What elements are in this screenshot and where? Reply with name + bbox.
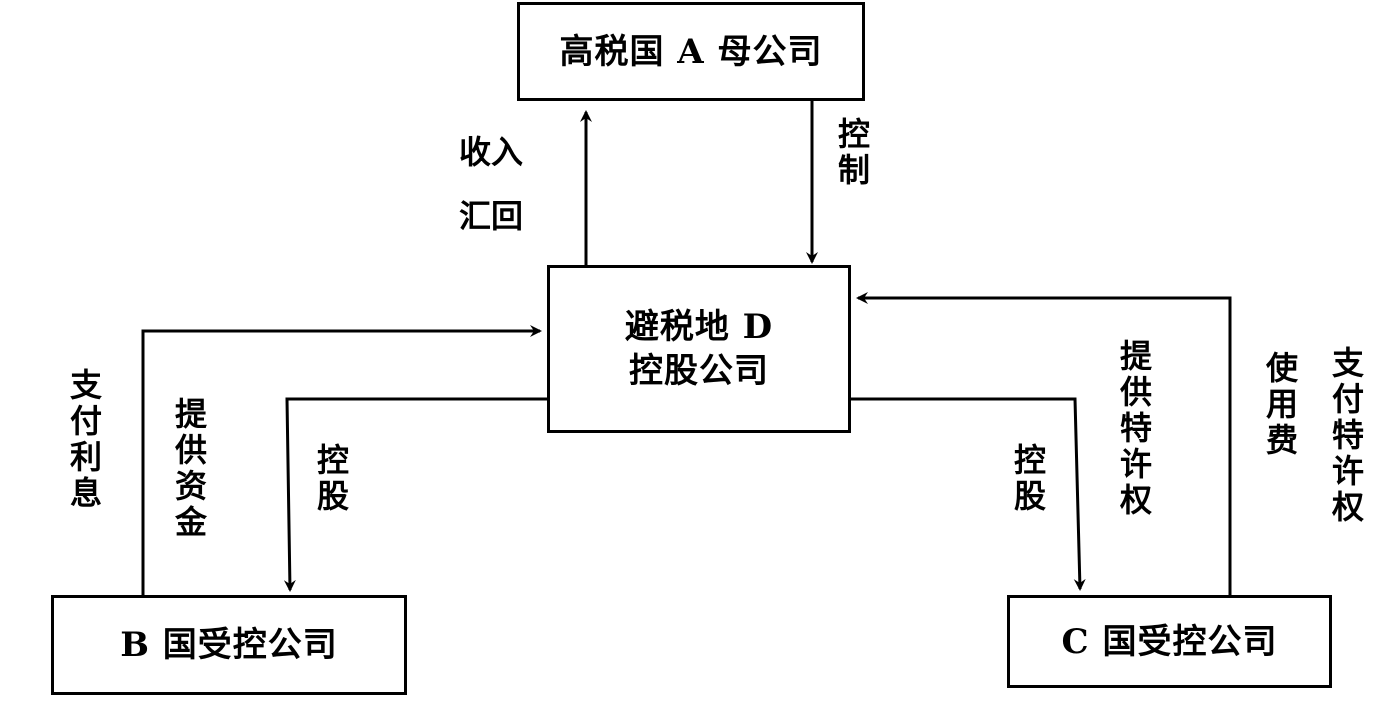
label-b-pay-interest: 支付利息 <box>69 366 102 512</box>
label-c-holding: 控股 <box>1013 441 1046 515</box>
label-income-line1: 收入 <box>459 133 524 171</box>
label-c-fee-col2: 支付特许权 <box>1331 344 1364 526</box>
node-c-subsidiary-label: C 国受控公司 <box>1061 621 1278 662</box>
arrow-d-to-c-holding <box>851 397 1086 591</box>
label-income-line2: 汇回 <box>459 197 524 235</box>
node-holding-company: 避税地 D 控股公司 <box>547 265 851 433</box>
node-c-subsidiary: C 国受控公司 <box>1007 595 1332 688</box>
node-parent-company-label: 高税国 A 母公司 <box>559 31 823 72</box>
node-b-subsidiary: B 国受控公司 <box>51 595 407 695</box>
arrow-b-pay-interest <box>141 325 542 595</box>
label-b-provide-funds: 提供资金 <box>174 395 207 541</box>
arrow-d-to-b-holding <box>283 397 549 592</box>
label-c-provide-franchise: 提供特许权 <box>1119 337 1152 519</box>
node-holding-company-line1: 避税地 D <box>624 307 774 347</box>
node-parent-company: 高税国 A 母公司 <box>517 2 865 101</box>
node-holding-company-line2: 控股公司 <box>629 351 769 391</box>
arrow-c-franchise-fee <box>856 292 1232 595</box>
label-b-holding: 控股 <box>316 441 349 515</box>
node-b-subsidiary-label: B 国受控公司 <box>120 625 338 665</box>
label-control: 控制 <box>837 115 870 189</box>
label-c-fee-col1: 使用费 <box>1265 349 1298 459</box>
